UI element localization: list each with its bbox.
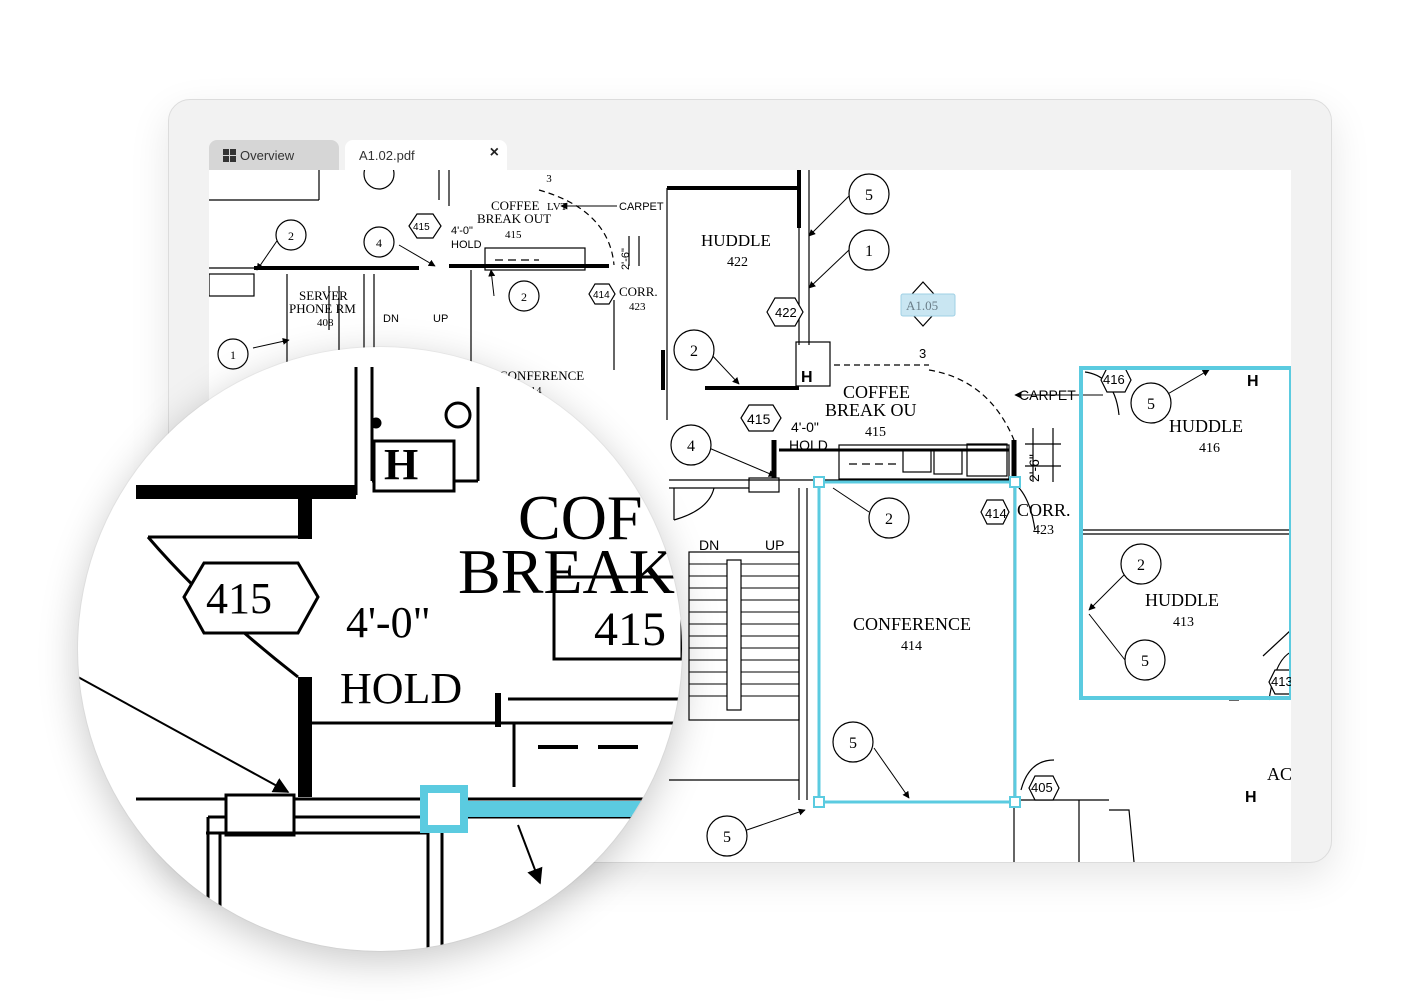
label-corr-small: CORR.	[619, 284, 658, 299]
label-corr: CORR.	[1017, 500, 1071, 520]
mag-coffee: COF	[518, 482, 643, 553]
callout-3-small: 3	[546, 173, 552, 185]
tab-bar: Overview A1.02.pdf ×	[209, 140, 1291, 170]
label-hold-dim: 4'-0"	[791, 419, 819, 435]
mag-hold: HOLD	[340, 664, 462, 713]
label-phone-rm: PHONE RM	[289, 301, 356, 316]
magnified-plan: H 415 4'-0" HOLD COF BREAK 415	[78, 367, 682, 951]
mag-hold-dim: 4'-0"	[346, 598, 431, 647]
grid-icon	[223, 148, 236, 162]
label-lvt-small: LVT	[547, 201, 568, 213]
label-coffee: COFFEE	[843, 382, 910, 402]
app-window: Overview A1.02.pdf ×	[168, 99, 1332, 863]
label-room-413: 413	[1173, 615, 1194, 630]
hex-415: 415	[747, 411, 771, 427]
label-huddle-413: HUDDLE	[1145, 590, 1219, 610]
label-room-416: 416	[1199, 441, 1220, 456]
label-carpet-small: CARPET	[619, 201, 664, 213]
hex-414: 414	[985, 506, 1007, 521]
hex-414-small: 414	[593, 290, 610, 301]
callout-2-a: 2	[690, 343, 698, 360]
hex-416: 416	[1103, 372, 1125, 387]
label-break-out: BREAK OU	[825, 400, 917, 420]
tab-overview[interactable]: Overview	[209, 140, 339, 170]
magnifier-lens: H 415 4'-0" HOLD COF BREAK 415	[78, 347, 682, 951]
callout-2-c: 2	[1137, 557, 1145, 574]
label-room-415-small: 415	[505, 229, 522, 241]
tab-document-label: A1.02.pdf	[359, 147, 415, 163]
callout-5-d: 5	[1147, 396, 1155, 413]
callout-2-small-b: 2	[521, 290, 527, 304]
label-room-408: 408	[317, 317, 334, 329]
hex-413: 413	[1271, 674, 1291, 689]
hex-415-small: 415	[413, 222, 430, 233]
label-huddle-422: HUDDLE	[701, 231, 771, 250]
tab-document[interactable]: A1.02.pdf ×	[345, 140, 507, 170]
label-conference-small: CONFERENCE	[499, 368, 584, 383]
label-huddle-416: HUDDLE	[1169, 416, 1243, 436]
callout-2-b: 2	[885, 511, 893, 528]
label-break-out-small: BREAK OUT	[477, 211, 551, 226]
label-hold: HOLD	[789, 437, 828, 453]
label-ac: AC	[1267, 764, 1291, 784]
label-room-422: 422	[727, 255, 748, 270]
mag-hex-415: 415	[206, 574, 272, 623]
dim-26-small: 2'-6"	[620, 248, 632, 270]
h-mark-top: H	[1247, 373, 1259, 390]
callout-5-e: 5	[1141, 653, 1149, 670]
close-icon[interactable]: ×	[489, 144, 499, 161]
callout-5-c: 5	[723, 829, 731, 846]
label-room-414: 414	[901, 639, 922, 654]
callout-5-b: 5	[849, 735, 857, 752]
callout-1: 1	[865, 243, 873, 260]
label-room-423: 423	[1033, 523, 1054, 538]
label-hold-dim-small: 4'-0"	[451, 225, 473, 237]
label-hold-small: HOLD	[451, 239, 482, 251]
tab-overview-label: Overview	[240, 147, 295, 163]
dim-26: 2'-6"	[1026, 454, 1042, 482]
label-coffee-small: COFFEE	[491, 198, 539, 213]
h-mark-center: H	[801, 369, 813, 386]
callout-4-small: 4	[376, 236, 382, 250]
label-server: SERVER	[299, 288, 348, 303]
label-room-423-small: 423	[629, 301, 646, 313]
h-mark: H	[1245, 789, 1257, 806]
label-conference: CONFERENCE	[853, 614, 971, 634]
mag-break: BREAK	[458, 536, 675, 607]
label-room-415: 415	[865, 425, 886, 440]
callout-2-small: 2	[288, 229, 294, 243]
label-dn-small: DN	[383, 313, 399, 325]
label-stairs-up: UP	[765, 537, 784, 553]
hex-422: 422	[775, 305, 797, 320]
callout-1-small: 1	[230, 348, 236, 362]
label-carpet: CARPET	[1019, 387, 1076, 403]
hex-405: 405	[1031, 780, 1053, 795]
floor-plan: SERVER PHONE RM 408 DN UP COFFEE LVT BRE…	[209, 170, 1291, 862]
mag-h-mark: H	[384, 440, 418, 489]
callout-5-a: 5	[865, 187, 873, 204]
label-up-small: UP	[433, 313, 448, 325]
link-number: 3	[919, 346, 926, 361]
link-tag-a105[interactable]: A1.05	[906, 298, 938, 313]
label-stairs-dn: DN	[699, 537, 719, 553]
callout-4: 4	[687, 438, 695, 455]
mag-room-415: 415	[594, 603, 666, 656]
